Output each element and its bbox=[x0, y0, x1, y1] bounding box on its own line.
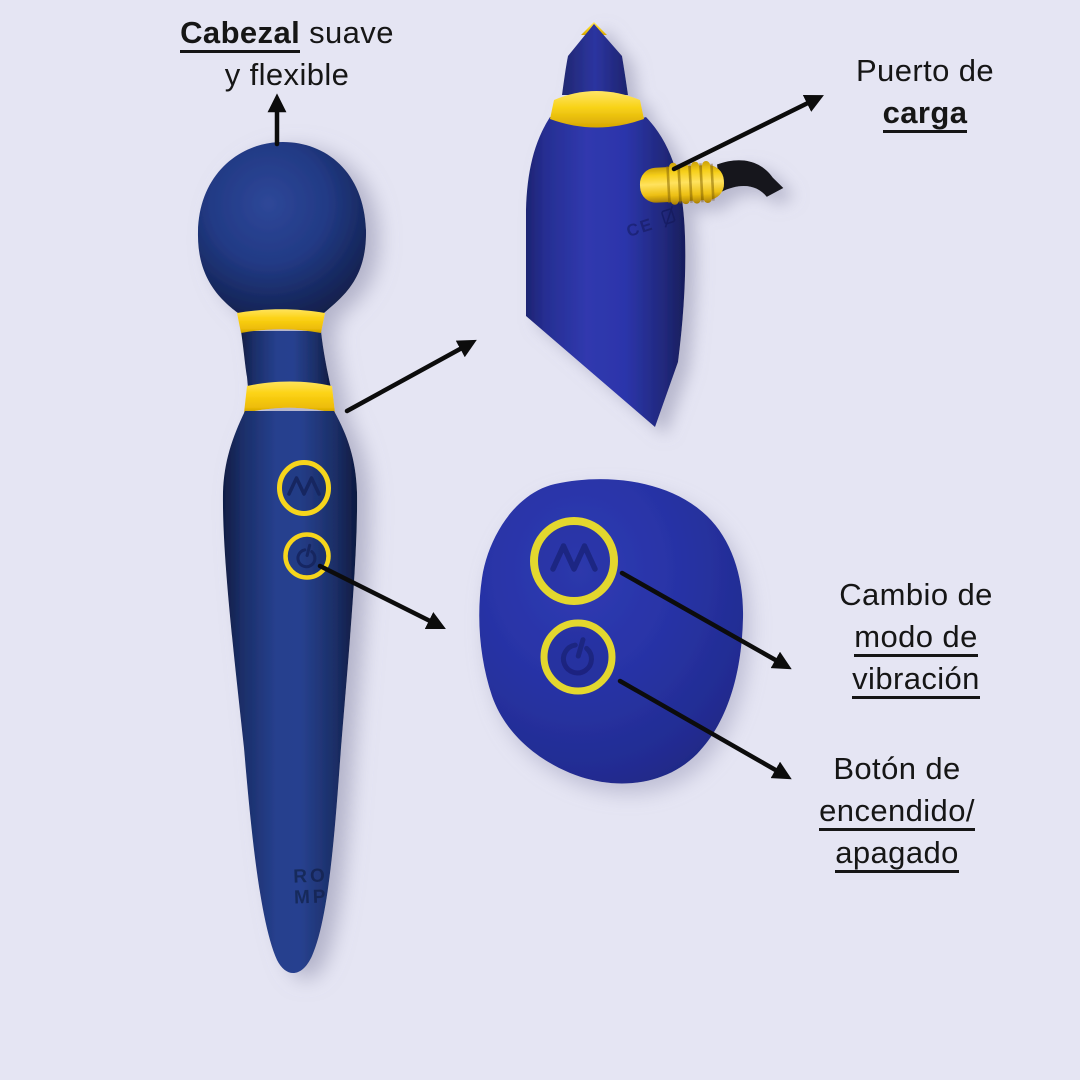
label-vibration-line2: modo de bbox=[811, 616, 1021, 658]
label-power-line1: Botón de bbox=[833, 751, 961, 786]
wand-ring-top bbox=[237, 309, 325, 333]
cable-wire bbox=[717, 160, 784, 197]
closeup-vibration-button bbox=[530, 517, 618, 605]
power-icon bbox=[296, 543, 317, 569]
arrow-to-side-view bbox=[344, 339, 477, 414]
arrow-vibration-to-label bbox=[619, 570, 792, 670]
wand-vibration-button bbox=[277, 460, 331, 516]
wand-head bbox=[197, 142, 367, 313]
label-vibration-line1: Cambio de bbox=[839, 577, 993, 612]
svg-text:MP: MP bbox=[294, 886, 329, 908]
buttons-closeup-illustration bbox=[479, 479, 744, 784]
svg-text:RO: RO bbox=[293, 865, 328, 887]
side-view-illustration: CE bbox=[526, 22, 784, 427]
label-power-line2: encendido/ bbox=[787, 790, 1007, 832]
label-vibration-line3: vibración bbox=[811, 658, 1021, 700]
charging-cable bbox=[639, 160, 784, 205]
brand-logo: RO MP bbox=[293, 865, 329, 908]
wave-icon bbox=[550, 543, 598, 572]
arrow-power-to-label bbox=[617, 678, 792, 780]
arrow-port-to-label bbox=[671, 94, 824, 172]
label-power-button: Botón de encendido/ apagado bbox=[787, 748, 1007, 874]
main-wand-illustration: RO MP bbox=[197, 142, 367, 974]
arrow-button-to-closeup bbox=[317, 563, 446, 629]
label-power-line3: apagado bbox=[787, 832, 1007, 874]
label-vibration-mode: Cambio de modo de vibración bbox=[811, 574, 1021, 700]
label-charging-line2: carga bbox=[815, 92, 1035, 134]
label-charging-port: Puerto de carga bbox=[815, 50, 1035, 134]
label-head-feature: Cabezal suave y flexible bbox=[147, 12, 427, 96]
plug-ribs bbox=[666, 161, 715, 205]
power-icon bbox=[561, 637, 594, 676]
label-head-after: suave bbox=[300, 15, 394, 50]
label-head-line2: y flexible bbox=[224, 57, 350, 92]
wand-ring-bottom bbox=[244, 381, 335, 413]
wave-icon bbox=[287, 476, 321, 496]
label-head-line1: Cabezal suave bbox=[147, 12, 427, 54]
wand-neck bbox=[241, 331, 331, 388]
label-head-keyword: Cabezal bbox=[180, 16, 301, 53]
label-charging-line1: Puerto de bbox=[855, 53, 995, 88]
label-charging-keyword: carga bbox=[882, 96, 968, 133]
tail-ring-yellow bbox=[550, 91, 644, 128]
tail-cap bbox=[562, 24, 628, 95]
